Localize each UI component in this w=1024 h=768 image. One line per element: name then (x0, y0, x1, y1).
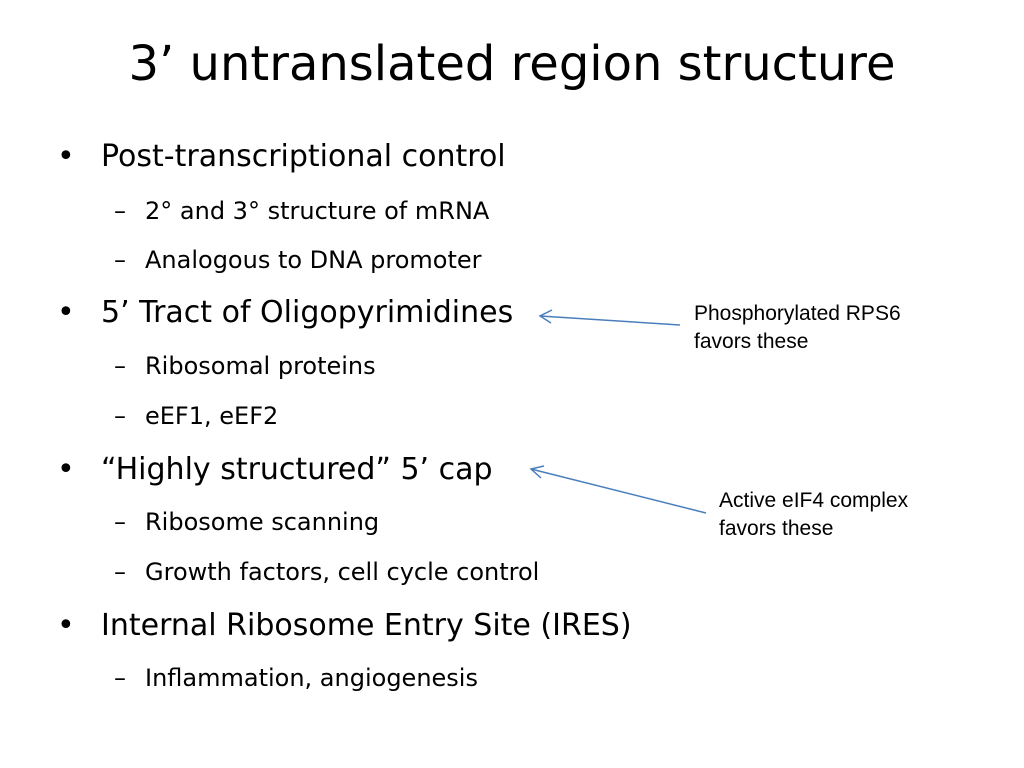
sub-bullet-item: –Ribosomal proteins (114, 351, 376, 381)
sub-bullet-item: –2° and 3° structure of mRNA (114, 196, 489, 226)
sub-bullet-item: –eEF1, eEF2 (114, 401, 278, 431)
sub-bullet-text: Ribosome scanning (145, 508, 380, 536)
arrow-head (538, 309, 553, 324)
bullet-text: Post-transcriptional control (101, 139, 506, 174)
sub-bullet-text: Ribosomal proteins (145, 352, 376, 380)
sub-bullet-item: –Growth factors, cell cycle control (114, 557, 539, 587)
sub-bullet-text: Growth factors, cell cycle control (145, 558, 540, 586)
sub-bullet-marker: – (114, 664, 126, 692)
bullet-marker: • (57, 295, 75, 330)
sub-bullet-marker: – (114, 558, 126, 586)
arrow-head (529, 465, 545, 479)
sub-bullet-item: –Analogous to DNA promoter (114, 245, 482, 275)
sub-bullet-item: –Inflammation, angiogenesis (114, 663, 478, 693)
sub-bullet-item: –Ribosome scanning (114, 507, 379, 537)
callout-rps6: Phosphorylated RPS6 favors these (694, 300, 901, 356)
bullet-item: • 5’ Tract of Oligopyrimidines (57, 295, 513, 331)
callout-eif4: Active eIF4 complex favors these (719, 487, 908, 543)
sub-bullet-text: Analogous to DNA promoter (145, 246, 482, 274)
bullet-marker: • (57, 139, 75, 174)
sub-bullet-text: Inflammation, angiogenesis (145, 664, 478, 692)
arrow-rps6 (538, 309, 681, 326)
bullet-item: • “Highly structured” 5’ cap (57, 452, 493, 488)
arrow-line (530, 468, 707, 514)
callout-line: favors these (719, 517, 834, 540)
bullet-text: 5’ Tract of Oligopyrimidines (101, 295, 514, 330)
sub-bullet-text: 2° and 3° structure of mRNA (145, 197, 490, 225)
bullet-item: • Post-transcriptional control (57, 139, 506, 175)
callout-line: Phosphorylated RPS6 (694, 302, 901, 325)
slide-title: 3’ untranslated region structure (128, 36, 896, 92)
arrow-line (539, 315, 681, 326)
sub-bullet-text: eEF1, eEF2 (145, 402, 279, 430)
bullet-item: • Internal Ribosome Entry Site (IRES) (57, 608, 632, 644)
bullet-marker: • (57, 608, 75, 643)
bullet-text: “Highly structured” 5’ cap (101, 452, 493, 487)
sub-bullet-marker: – (114, 352, 126, 380)
bullet-text: Internal Ribosome Entry Site (IRES) (101, 608, 632, 643)
sub-bullet-marker: – (114, 246, 126, 274)
arrow-eif4 (529, 465, 707, 514)
callout-line: Active eIF4 complex (719, 489, 909, 512)
sub-bullet-marker: – (114, 402, 126, 430)
bullet-marker: • (57, 452, 75, 487)
callout-line: favors these (694, 330, 809, 353)
sub-bullet-marker: – (114, 197, 126, 225)
sub-bullet-marker: – (114, 508, 126, 536)
